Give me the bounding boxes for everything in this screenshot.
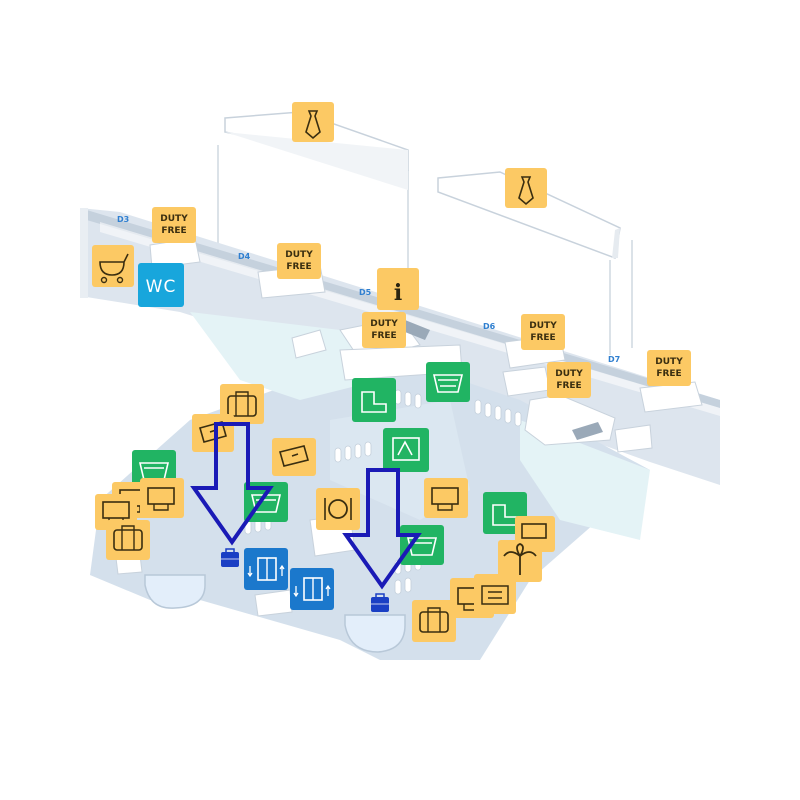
arrow-down-icon <box>342 468 422 590</box>
shopping-icon[interactable] <box>426 362 470 402</box>
cash-icon[interactable] <box>272 438 316 476</box>
wc-label: WC <box>146 277 177 297</box>
information-label: i <box>394 280 402 306</box>
baggage-icon[interactable] <box>371 593 389 612</box>
atm-icon[interactable] <box>424 478 468 518</box>
cash-icon[interactable] <box>192 414 234 452</box>
necktie-icon[interactable] <box>292 102 334 142</box>
gate-d4-label: D4 <box>238 252 251 261</box>
duty-free-line2: FREE <box>161 226 186 236</box>
cash-icon[interactable] <box>474 574 516 614</box>
baggage-claim-icon[interactable] <box>383 428 429 472</box>
duty-free-sign[interactable]: DUTY FREE <box>647 350 691 386</box>
necktie-icon[interactable] <box>505 168 547 208</box>
luggage-icon[interactable] <box>106 520 150 560</box>
information-icon[interactable]: i <box>377 268 419 310</box>
gate-d3-label: D3 <box>117 215 129 224</box>
duty-free-sign[interactable]: DUTY FREE <box>547 362 591 398</box>
gate-d7-label: D7 <box>608 355 620 364</box>
elevator-icon[interactable] <box>244 548 288 590</box>
duty-free-sign[interactable]: DUTY FREE <box>277 243 321 279</box>
duty-free-line1: DUTY <box>529 321 557 331</box>
check-in-icon[interactable] <box>352 378 396 422</box>
duty-free-line2: FREE <box>556 381 581 391</box>
duty-free-line1: DUTY <box>285 250 313 260</box>
duty-free-line1: DUTY <box>655 357 683 367</box>
escalator <box>400 320 603 440</box>
gate-d5-label: D5 <box>359 288 372 297</box>
atm-icon[interactable] <box>140 478 184 518</box>
shopping-icon[interactable] <box>400 525 444 565</box>
restaurant-icon[interactable] <box>316 488 360 530</box>
duty-free-line1: DUTY <box>555 369 583 379</box>
arrow-down-icon <box>190 422 274 546</box>
duty-free-line1: DUTY <box>370 319 398 329</box>
duty-free-line2: FREE <box>530 333 555 343</box>
stroller-icon[interactable] <box>92 245 134 287</box>
duty-free-sign[interactable]: DUTY FREE <box>152 207 196 243</box>
baggage-icon[interactable] <box>221 548 239 567</box>
wc-sign[interactable]: WC <box>138 263 184 307</box>
elevator-icon[interactable] <box>290 568 334 610</box>
seating-rows <box>244 389 522 595</box>
duty-free-line2: FREE <box>371 331 396 341</box>
duty-free-line2: FREE <box>286 262 311 272</box>
duty-free-sign[interactable]: DUTY FREE <box>362 312 406 348</box>
duty-free-line2: FREE <box>656 369 681 379</box>
duty-free-line1: DUTY <box>160 214 188 224</box>
gate-d6-label: D6 <box>483 322 496 331</box>
palm-tree-icon[interactable] <box>498 540 542 582</box>
duty-free-sign[interactable]: DUTY FREE <box>521 314 565 350</box>
luggage-icon[interactable] <box>412 600 456 642</box>
